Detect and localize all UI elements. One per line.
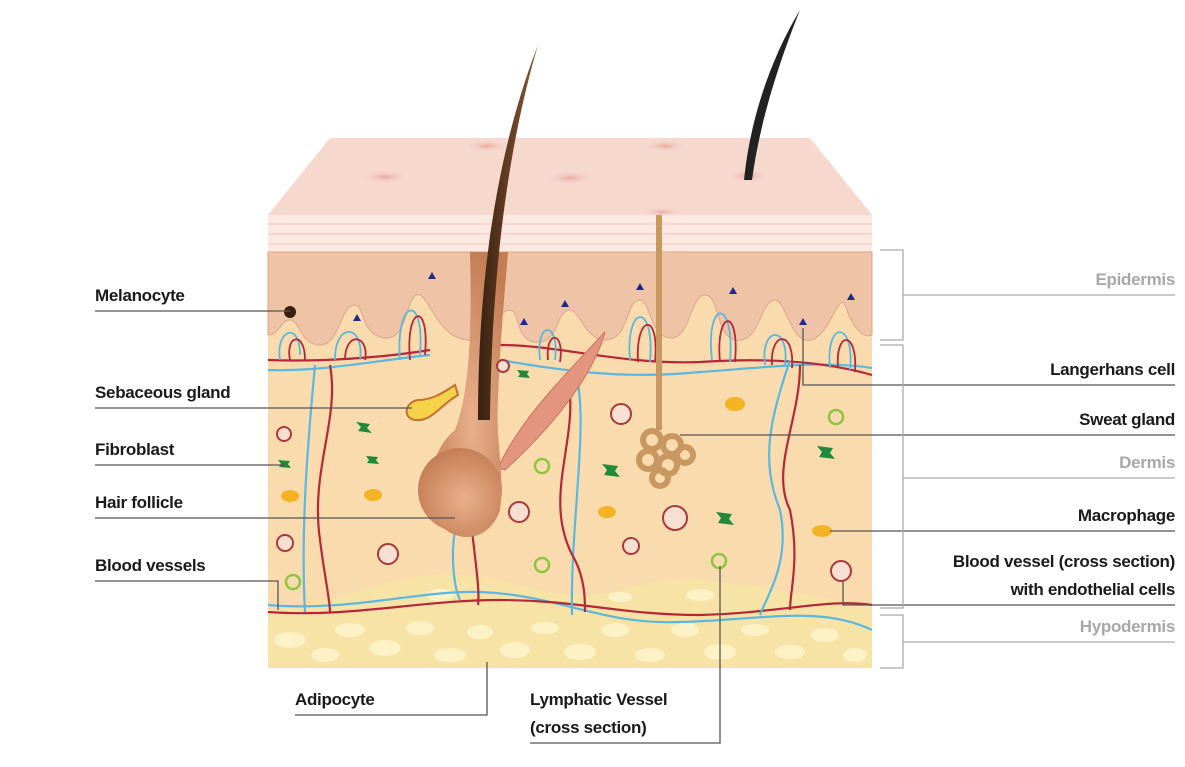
dermal-papilla-loops [278, 309, 857, 373]
label-langerhans-cell: Langerhans cell [1050, 360, 1175, 379]
sweat-gland-coil [636, 428, 696, 489]
blood-vessel-network [267, 343, 873, 631]
label-lymphatic-vessel: Lymphatic Vessel [530, 690, 668, 709]
fibroblast-cells [278, 370, 835, 525]
hair-shaft [478, 45, 538, 420]
melanocyte-cell [284, 306, 296, 318]
macrophage-cells [281, 397, 832, 537]
label-adipocyte: Adipocyte [295, 690, 375, 709]
hair-bulb [418, 448, 502, 532]
label-dermis: Dermis [1119, 453, 1175, 472]
adipocyte-cells [274, 589, 867, 662]
second-hair [744, 10, 800, 180]
label-endothelial-cells: with endothelial cells [1010, 580, 1176, 599]
blood-vessel-cross-sections [276, 359, 852, 582]
lymphatic-vessel-cells [284, 408, 845, 591]
label-macrophage: Macrophage [1077, 506, 1175, 525]
stratum-lines [268, 223, 872, 245]
label-blood-vessel-cross-section: Blood vessel (cross section) [952, 552, 1175, 571]
label-sweat-gland: Sweat gland [1079, 410, 1175, 429]
label-blood-vessels: Blood vessels [95, 556, 206, 575]
layer-brackets [880, 249, 1175, 669]
label-melanocyte: Melanocyte [95, 286, 185, 305]
label-lymphatic-vessel-sub: (cross section) [530, 718, 647, 737]
leader-lines [95, 310, 1175, 744]
epidermis-layer [267, 251, 873, 346]
label-epidermis: Epidermis [1095, 270, 1176, 289]
label-fibroblast: Fibroblast [95, 440, 175, 459]
arrector-pili-muscle [497, 331, 606, 471]
label-hypodermis: Hypodermis [1079, 617, 1176, 636]
langerhans-cells [353, 272, 855, 325]
label-sebaceous-gland: Sebaceous gland [95, 383, 231, 402]
label-hair-follicle: Hair follicle [95, 493, 183, 512]
sebaceous-gland [405, 383, 460, 422]
